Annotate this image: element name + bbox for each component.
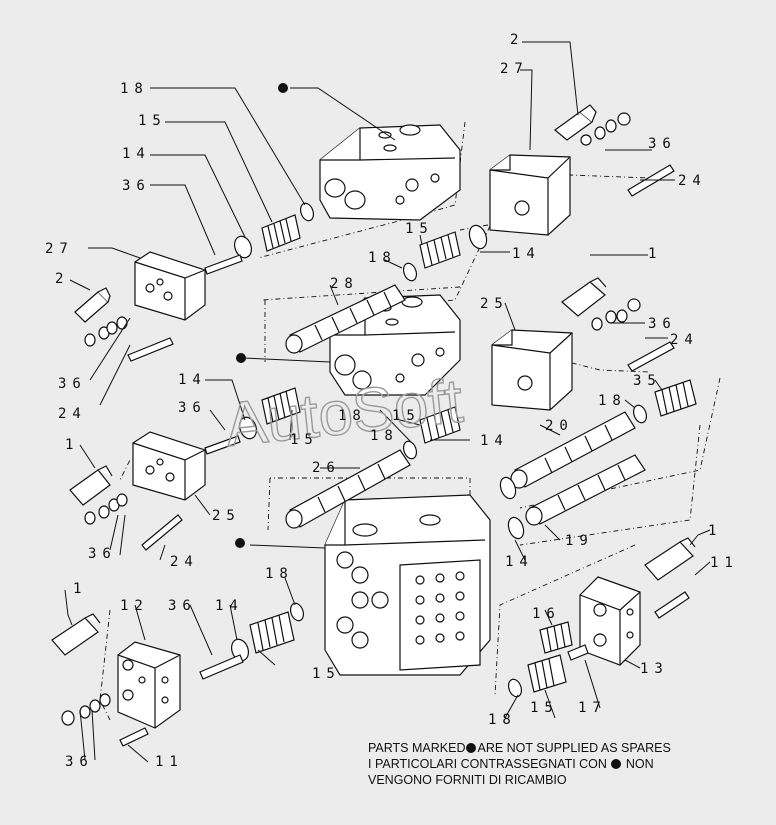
- part-label: 20: [545, 418, 574, 434]
- part-label: 27: [45, 241, 74, 257]
- note-line-2: I PARTICOLARI CONTRASSEGNATI CON NON: [368, 756, 728, 772]
- spares-note: PARTS MARKED ARE NOT SUPPLIED AS SPARES I…: [368, 740, 728, 788]
- part-label: 26: [312, 460, 341, 476]
- valve-section-top: [319, 124, 461, 221]
- part-label: 15: [392, 408, 421, 424]
- part-label: 15: [530, 700, 559, 716]
- cover-block-25-right: [491, 329, 573, 411]
- part-label: 35: [633, 373, 662, 389]
- part-label: 14: [122, 146, 151, 162]
- part-label: 36: [122, 178, 151, 194]
- cartridge-1-right-top: [561, 277, 607, 317]
- part-label: 18: [265, 566, 294, 582]
- part-label: 1: [708, 523, 722, 539]
- spring-15-left: [261, 387, 301, 425]
- part-label: 11: [155, 754, 184, 770]
- spring-35: [654, 379, 697, 417]
- note-text: I PARTICOLARI CONTRASSEGNATI CON: [368, 757, 607, 771]
- part-label: 14: [178, 372, 207, 388]
- spool-19: [525, 454, 646, 526]
- spool-28: [285, 284, 406, 354]
- o-rings: [61, 112, 648, 726]
- cover-block-27-top: [489, 154, 571, 236]
- part-label: 1: [65, 437, 79, 453]
- part-label: 36: [648, 136, 677, 152]
- bullet-marker-icon: [611, 759, 622, 769]
- spring-15-c: [419, 406, 461, 444]
- part-label: 18: [370, 428, 399, 444]
- cartridge-1-right-low: [644, 537, 696, 581]
- part-label: 1: [73, 581, 87, 597]
- spring-16: [539, 621, 573, 654]
- part-label: 25: [212, 508, 241, 524]
- cover-block-25-left: [132, 431, 206, 501]
- part-label: 25: [480, 296, 509, 312]
- part-label: 14: [480, 433, 509, 449]
- part-label: 2: [55, 271, 69, 287]
- note-text: PARTS MARKED: [368, 741, 466, 755]
- part-label: 24: [170, 554, 199, 570]
- note-text: VENGONO FORNITI DI RICAMBIO: [368, 773, 567, 787]
- part-label: 36: [65, 754, 94, 770]
- part-label: 18: [598, 393, 627, 409]
- part-label: 1: [648, 246, 662, 262]
- part-label: 24: [670, 332, 699, 348]
- note-line-3: VENGONO FORNITI DI RICAMBIO: [368, 772, 728, 788]
- cartridge-2-left: [74, 287, 111, 323]
- note-text: ARE NOT SUPPLIED AS SPARES: [477, 741, 671, 755]
- part-label: 17: [578, 700, 607, 716]
- part-label: 36: [58, 376, 87, 392]
- part-label: 36: [168, 598, 197, 614]
- part-label: 14: [512, 246, 541, 262]
- part-label: 36: [88, 546, 117, 562]
- part-label: 18: [368, 250, 397, 266]
- bullet-marker-icon: [466, 743, 477, 753]
- part-label: 12: [120, 598, 149, 614]
- part-label: 36: [178, 400, 207, 416]
- spring-15-bot: [249, 611, 295, 654]
- cover-block-13: [579, 576, 641, 666]
- leader-lines: [64, 41, 711, 763]
- part-label: 15: [312, 666, 341, 682]
- part-label: 36: [648, 316, 677, 332]
- spring-15-top: [261, 214, 301, 252]
- part-label: 24: [58, 406, 87, 422]
- cartridge-1-bot: [51, 613, 101, 656]
- cartridge-1-left: [69, 465, 113, 506]
- part-label: 14: [215, 598, 244, 614]
- part-label: 15: [405, 221, 434, 237]
- spring-15-br: [527, 654, 567, 693]
- note-line-1: PARTS MARKED ARE NOT SUPPLIED AS SPARES: [368, 740, 728, 756]
- part-label: 18: [488, 712, 517, 728]
- spring-15-mid: [419, 231, 461, 269]
- cartridge-2-top: [554, 104, 597, 141]
- part-label: 13: [640, 661, 669, 677]
- valve-main-body: [324, 494, 491, 676]
- part-label: 24: [678, 173, 707, 189]
- cover-block-27-left: [134, 251, 206, 321]
- valve-cartridges: [51, 104, 696, 656]
- part-label: 15: [290, 432, 319, 448]
- part-label: 16: [532, 606, 561, 622]
- marker-dots: [235, 83, 288, 548]
- part-label: 19: [565, 533, 594, 549]
- part-label: 18: [338, 408, 367, 424]
- part-label: 14: [505, 554, 534, 570]
- part-label: 15: [138, 113, 167, 129]
- spool-26: [285, 449, 411, 529]
- part-label: 28: [330, 276, 359, 292]
- spool-20: [510, 411, 636, 489]
- part-label: 18: [120, 81, 149, 97]
- note-text: NON: [625, 757, 654, 771]
- cover-block-12: [117, 641, 181, 729]
- part-label: 2: [510, 32, 524, 48]
- part-label: 27: [500, 61, 529, 77]
- part-label: 11: [710, 555, 739, 571]
- springs: [249, 214, 697, 693]
- part-labels: 2 27 18 15 14 36 36 24 27 2 15 14 18 28 …: [45, 32, 739, 770]
